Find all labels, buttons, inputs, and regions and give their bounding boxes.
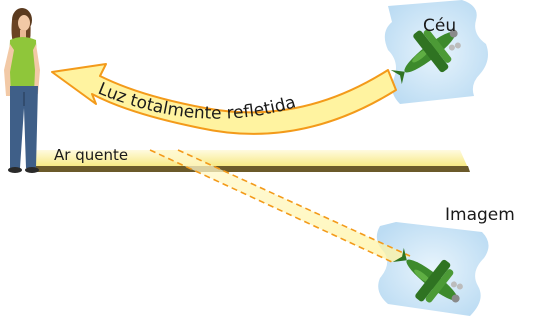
image-label: Imagem <box>445 205 515 225</box>
virtual-ray <box>149 149 411 263</box>
person-icon <box>4 8 40 173</box>
hot-air-label: Ar quente <box>54 146 129 164</box>
image-sky-region <box>376 222 489 316</box>
reflected-light-arrow <box>51 63 397 135</box>
airplane-icon <box>390 29 461 85</box>
reflected-light-label: Luz totalmente refletida <box>95 79 298 124</box>
hot-air-ground <box>26 150 470 172</box>
sky-label: Céu <box>423 16 457 36</box>
airplane-inverted-icon <box>392 247 463 303</box>
